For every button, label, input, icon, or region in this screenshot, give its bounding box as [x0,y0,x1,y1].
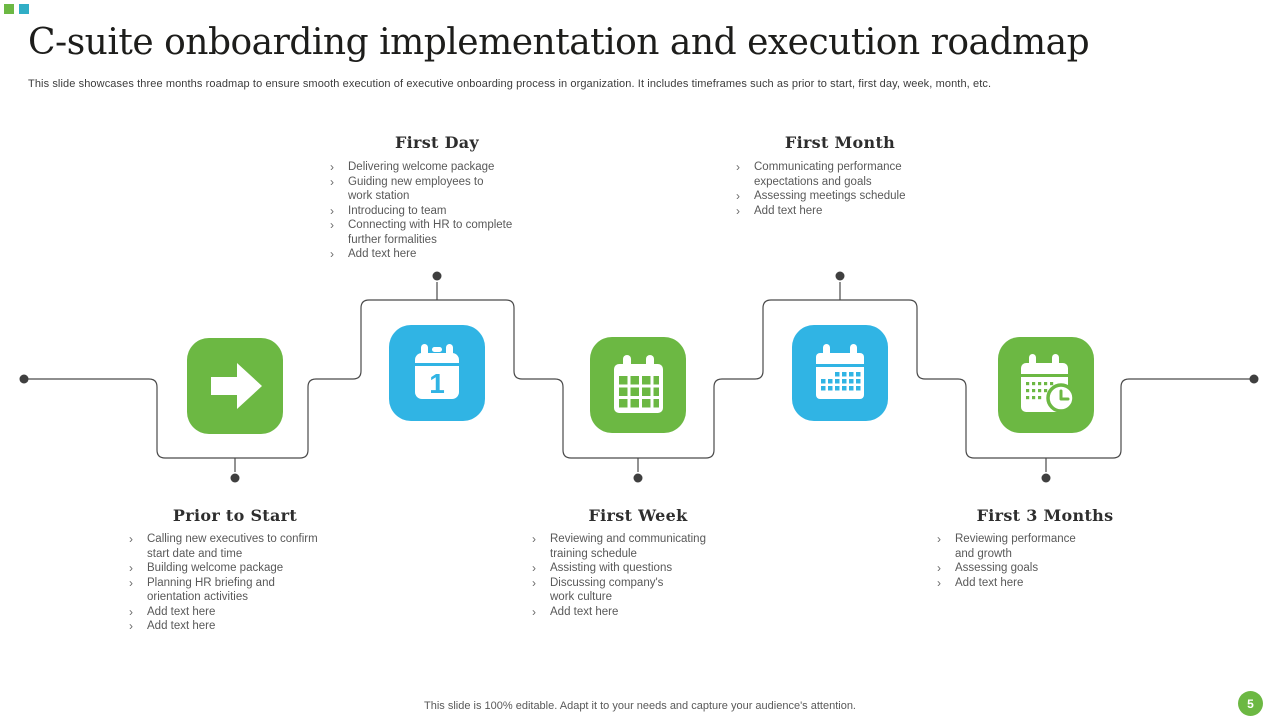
stage-title-first-month: First Month [784,133,896,152]
bullet-text: Add text here [550,605,619,618]
calendar-day-one-icon: 1 [415,344,459,399]
bullet-item: › Planning HR briefing and orientation ac… [129,576,334,605]
stage-bullets-first-day: › Delivering welcome package › Guiding new … [330,160,535,262]
bullet-text: Add text here [147,620,216,632]
stage-bullets-first-week: › Reviewing and communicating training sc… [532,532,737,619]
page-number-badge: 5 [1238,691,1263,716]
bullet-text: Add text here [955,576,1024,589]
bullet-item: › Discussing company's work culture [532,576,737,605]
bullet-item: › Assessing goals [937,561,1142,576]
bullet-item: › Add text here [129,619,334,634]
bullet-text: Planning HR briefing and orientation act… [147,576,275,604]
deck-mark-teal-icon [19,4,29,14]
bullet-marker-icon: › [532,604,536,619]
bullet-text: Assessing meetings schedule [754,190,906,202]
bullet-item: › Delivering welcome package [330,160,535,175]
bullet-marker-icon: › [129,561,133,575]
deck-mark-green-icon [4,4,14,14]
arrow-right-icon [211,363,262,409]
bullet-marker-icon: › [532,561,536,575]
stage-title-first-week: First Week [588,506,688,525]
page-subtitle: This slide showcases three months roadma… [28,78,992,90]
bullet-text: Communicating performance expectations a… [754,161,902,188]
stage-tile-first-day: 1 [389,325,485,421]
stage-bullets-first-3-months: › Reviewing performance and growth › Assess… [937,532,1142,590]
bullet-item: › Reviewing performance and growth [937,532,1142,561]
bullet-item: › Add text here [937,576,1142,591]
bullet-item: › Introducing to team [330,204,535,219]
calendar-schedule-icon [816,344,864,399]
bullet-item: › Assessing meetings schedule [736,189,941,204]
page-title: C-suite onboarding implementation and ex… [28,22,1090,63]
bullet-marker-icon: › [532,532,536,546]
bullet-marker-icon: › [937,575,941,590]
bullet-marker-icon: › [330,247,334,261]
bullet-text: Reviewing and communicating training sch… [550,533,706,560]
stage-tile-first-month [792,325,888,421]
stage-title-prior-to-start: Prior to Start [172,506,298,525]
svg-text:1: 1 [429,368,445,399]
stage-tile-prior-to-start [187,338,283,434]
bullet-marker-icon: › [330,218,334,232]
bullet-item: › Add text here [129,605,334,620]
bullet-text: Delivering welcome package [348,161,495,173]
stage-title-first-day: First Day [394,133,480,152]
bullet-text: Calling new executives to confirm start … [147,533,318,560]
bullet-text: Guiding new employees to work station [348,175,484,203]
bullet-marker-icon: › [532,575,536,590]
stage-bullets-prior-to-start: › Calling new executives to confirm start… [129,532,334,634]
bullet-text: Discussing company's work culture [550,576,664,604]
bullet-marker-icon: › [129,619,133,633]
bullet-text: Add text here [147,605,216,618]
bullet-item: › Add text here [532,605,737,620]
bullet-marker-icon: › [129,532,133,546]
bullet-item: › Calling new executives to confirm start… [129,532,334,561]
bullet-text: Building welcome package [147,562,284,574]
bullet-text: Connecting with HR to complete further f… [348,219,513,246]
bullet-text: Introducing to team [348,204,447,217]
bullet-text: Add text here [348,248,417,260]
bullet-item: › Guiding new employees to work station [330,175,535,204]
stage-title-first-3-months: First 3 Months [976,506,1114,525]
bullet-item: › Add text here [736,204,941,219]
stage-tile-first-week [590,337,686,433]
bullet-marker-icon: › [736,203,740,218]
bullet-marker-icon: › [129,575,133,590]
bullet-text: Assisting with questions [550,562,673,574]
bullet-marker-icon: › [330,160,334,174]
bullet-item: › Connecting with HR to complete further … [330,218,535,247]
stage-tile-first-3-months [998,337,1094,433]
bullet-item: › Communicating performance expectations … [736,160,941,189]
bullet-marker-icon: › [937,561,941,575]
bullet-item: › Building welcome package [129,561,334,576]
bullet-marker-icon: › [330,174,334,189]
calendar-clock-icon [1021,354,1076,413]
bullet-text: Assessing goals [955,562,1039,574]
bullet-item: › Assisting with questions [532,561,737,576]
bullet-text: Reviewing performance and growth [955,533,1076,560]
bullet-marker-icon: › [736,189,740,203]
bullet-item: › Add text here [330,247,535,262]
bullet-marker-icon: › [129,604,133,619]
bullet-marker-icon: › [937,532,941,546]
bullet-item: › Reviewing and communicating training sc… [532,532,737,561]
bullet-marker-icon: › [330,203,334,218]
calendar-grid-icon [614,355,663,413]
bullet-marker-icon: › [736,160,740,174]
stage-bullets-first-month: › Communicating performance expectations … [736,160,941,218]
bullet-text: Add text here [754,204,823,217]
footer-note: This slide is 100% editable. Adapt it to… [424,700,856,712]
